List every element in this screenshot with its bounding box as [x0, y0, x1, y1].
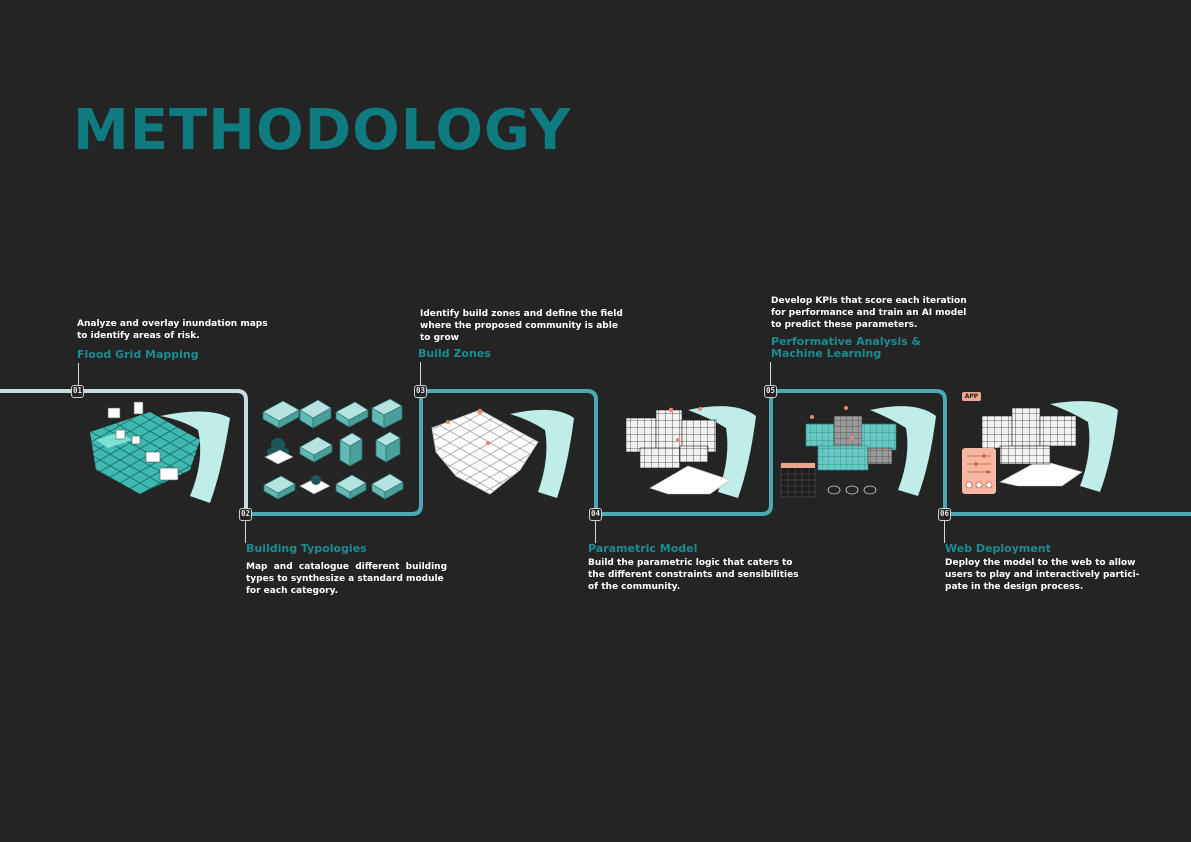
leader-line-03 — [420, 362, 421, 385]
leader-line-01 — [78, 363, 79, 385]
stage-title-01: Flood Grid Mapping — [77, 348, 199, 361]
step-badge-03: 03 — [414, 385, 427, 398]
stage-title-02: Building Typologies — [246, 542, 367, 555]
stage-description-02: Map and catalogue different building typ… — [246, 562, 448, 596]
step-badge-06: 06 — [938, 508, 951, 521]
app-tag: APP — [962, 392, 981, 401]
analysis-ml-illustration — [780, 406, 936, 498]
build-zone-grid-illustration — [431, 408, 574, 498]
flood-grid-illustration — [90, 401, 230, 503]
stage-description-01: Analyze and overlay inundation maps to i… — [77, 319, 268, 341]
step-badge-04: 04 — [589, 508, 602, 521]
page-title: METHODOLOGY — [73, 98, 572, 163]
web-app-illustration — [962, 401, 1118, 494]
leader-line-02 — [245, 521, 246, 543]
step-badge-05: 05 — [764, 385, 777, 398]
typology-blocks-illustration — [262, 398, 404, 500]
parametric-model-illustration — [625, 406, 756, 498]
leader-line-04 — [595, 521, 596, 543]
leader-line-06 — [944, 521, 945, 543]
step-badge-02: 02 — [239, 508, 252, 521]
stage-title-04: Parametric Model — [588, 542, 698, 555]
stage-description-03: Identify build zones and define the fiel… — [420, 309, 623, 343]
leader-line-05 — [770, 362, 771, 385]
step-badge-01: 01 — [71, 385, 84, 398]
flow-path-01 — [0, 389, 248, 514]
stage-description-04: Build the parametric logic that caters t… — [588, 558, 799, 592]
stage-title-05: Performative Analysis & Machine Learning — [771, 335, 922, 360]
stage-description-05: Develop KPIs that score each iteration f… — [771, 296, 967, 330]
stage-title-03: Build Zones — [418, 347, 491, 360]
stage-description-06: Deploy the model to the web to allow use… — [945, 558, 1140, 592]
stage-title-06: Web Deployment — [945, 542, 1051, 555]
